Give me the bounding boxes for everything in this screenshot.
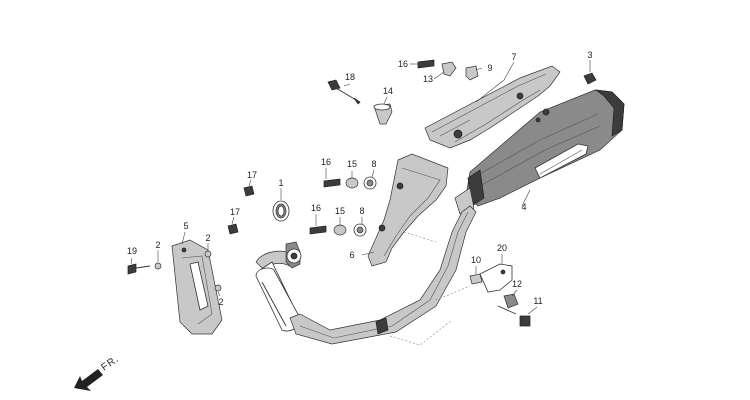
exhaust-pipe-part bbox=[255, 205, 477, 346]
callout-8-lower: 8 bbox=[359, 206, 364, 216]
callout-2-left: 2 bbox=[155, 240, 160, 250]
callout-11: 11 bbox=[533, 296, 542, 306]
callout-14: 14 bbox=[383, 86, 393, 96]
callout-1: 1 bbox=[278, 178, 283, 188]
upper-heat-shield-part bbox=[424, 65, 561, 149]
callout-10: 10 bbox=[471, 255, 481, 265]
muffler-part bbox=[454, 89, 625, 215]
callout-12: 12 bbox=[512, 279, 522, 289]
callout-2-bottom: 2 bbox=[218, 297, 223, 307]
callout-16-top: 16 bbox=[398, 59, 408, 69]
pipe-protector-part bbox=[171, 239, 223, 335]
callout-16-lower: 16 bbox=[311, 203, 321, 213]
front-direction-label: FR. bbox=[99, 353, 121, 373]
callout-13: 13 bbox=[423, 74, 433, 84]
callout-18: 18 bbox=[345, 72, 355, 82]
callout-15-lower: 15 bbox=[335, 206, 345, 216]
callout-15-upper: 15 bbox=[347, 159, 357, 169]
arrow-left-icon bbox=[74, 369, 103, 391]
lower-heat-shield-part bbox=[367, 153, 449, 267]
callout-17-upper: 17 bbox=[247, 170, 257, 180]
muffler-cap-part bbox=[583, 72, 597, 85]
callout-leader-lines bbox=[130, 60, 591, 315]
callout-5: 5 bbox=[183, 221, 188, 231]
callout-6: 6 bbox=[349, 250, 354, 260]
callout-2-top: 2 bbox=[205, 233, 210, 243]
front-direction-indicator: FR. bbox=[74, 353, 121, 391]
exhaust-gasket-part bbox=[272, 200, 290, 222]
callout-9: 9 bbox=[487, 63, 492, 73]
callout-17-lower: 17 bbox=[230, 207, 240, 217]
callout-19: 19 bbox=[127, 246, 137, 256]
callout-20: 20 bbox=[497, 243, 507, 253]
callout-3: 3 bbox=[587, 50, 592, 60]
fastener-parts bbox=[127, 59, 531, 327]
callout-4: 4 bbox=[521, 202, 526, 212]
callout-8-upper: 8 bbox=[371, 159, 376, 169]
callout-16-mid: 16 bbox=[321, 157, 331, 167]
callout-labels: 1 2 2 2 3 4 5 6 7 8 8 9 10 11 12 13 14 1… bbox=[127, 50, 593, 307]
callout-7: 7 bbox=[511, 52, 516, 62]
